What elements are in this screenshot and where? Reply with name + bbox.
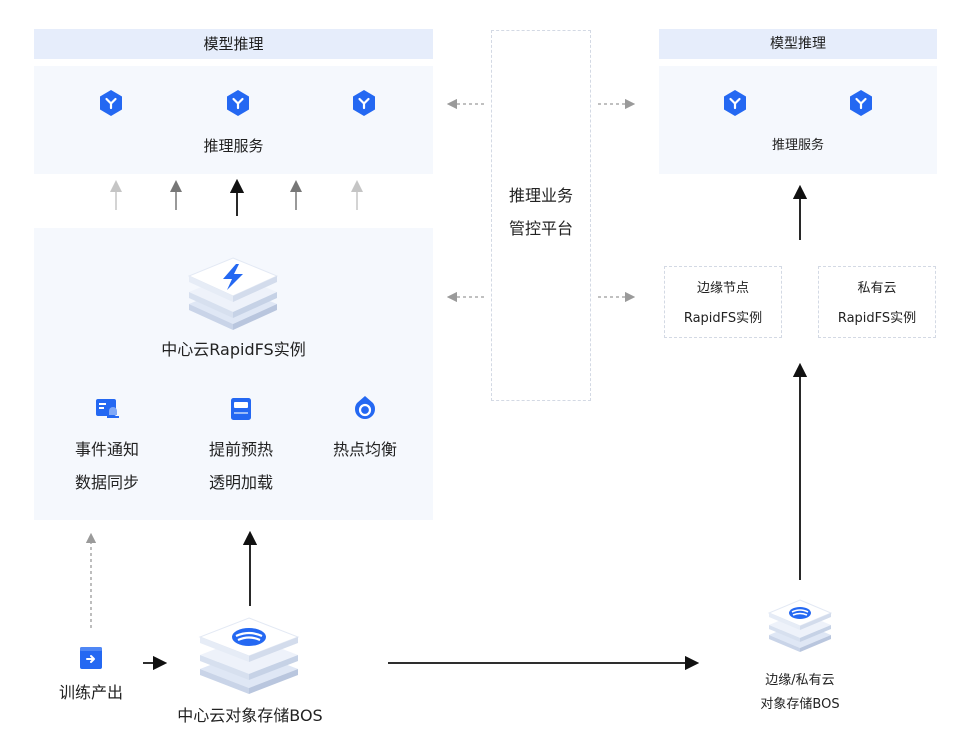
right-model-inference-title: 模型推理	[770, 36, 826, 52]
edge-node-box	[664, 266, 782, 338]
control-platform-box	[491, 30, 591, 401]
training-output-label: 训练产出	[58, 683, 123, 702]
edge-bos-line2: 对象存储BOS	[760, 697, 840, 712]
right-inference-service-panel	[659, 66, 937, 174]
center-bos-icon	[196, 612, 302, 696]
edge-node-line1: 边缘节点	[696, 281, 749, 296]
private-cloud-box	[818, 266, 936, 338]
training-output-icon	[77, 644, 105, 672]
event-notify-icon	[92, 396, 122, 422]
control-platform-line2: 管控平台	[508, 219, 573, 238]
preheat-icon	[226, 396, 256, 422]
edge-bos-line1: 边缘/私有云	[765, 673, 835, 688]
edge-node-line2: RapidFS实例	[683, 311, 763, 326]
feature-preheat-line2: 透明加载	[208, 473, 273, 492]
private-cloud-line2: RapidFS实例	[837, 311, 917, 326]
right-inference-service-label: 推理服务	[771, 138, 824, 153]
rapidfs-instance-icon	[185, 252, 281, 332]
left-inference-service-panel	[34, 66, 433, 174]
inference-service-icon	[846, 88, 876, 118]
feature-event-notify-line2: 数据同步	[74, 473, 139, 492]
left-model-inference-title: 模型推理	[203, 35, 264, 53]
inference-service-icon	[349, 88, 379, 118]
private-cloud-line1: 私有云	[857, 281, 897, 296]
edge-bos-icon	[766, 596, 834, 654]
inference-service-icon	[96, 88, 126, 118]
hotspot-icon	[350, 394, 380, 422]
inference-service-icon	[720, 88, 750, 118]
feature-event-notify-line1: 事件通知	[74, 440, 139, 459]
feature-hotspot-line1: 热点均衡	[332, 440, 397, 459]
inference-service-icon	[223, 88, 253, 118]
feature-preheat-line1: 提前预热	[208, 440, 273, 459]
right-model-inference-header: 模型推理	[659, 29, 937, 59]
left-model-inference-header: 模型推理	[34, 29, 433, 59]
center-bos-label: 中心云对象存储BOS	[177, 706, 323, 725]
left-inference-service-label: 推理服务	[203, 137, 264, 155]
center-rapidfs-label: 中心云RapidFS实例	[161, 340, 306, 359]
control-platform-line1: 推理业务	[508, 186, 573, 205]
